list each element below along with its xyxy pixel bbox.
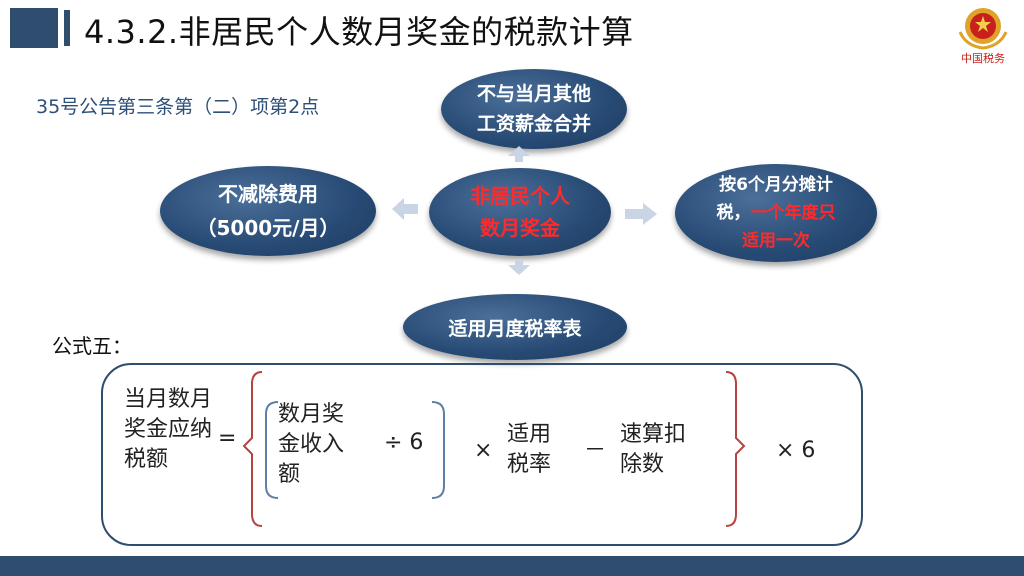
node-monthly-rate-table: 适用月度税率表: [403, 294, 627, 360]
regulation-reference: 35号公告第三条第（二）项第2点: [36, 96, 320, 118]
formula-quick-deduction: 速算扣除数: [620, 422, 687, 477]
svg-text:中国税务: 中国税务: [961, 51, 1005, 64]
tax-emblem-logo: 中国税务: [958, 8, 1008, 64]
formula-minus: －: [584, 438, 607, 463]
node-center-monthly-bonus: 非居民个人 数月奖金: [429, 168, 611, 256]
footer-bar: [0, 556, 1024, 576]
arrow-up-icon: [508, 146, 530, 162]
formula-monthly-bonus-tax: 当月数月奖金应纳税额: [124, 387, 213, 472]
formula-tax-rate: 适用税率: [507, 422, 552, 477]
formula-equals: =: [218, 426, 237, 451]
title-accent-bar: [64, 10, 70, 46]
arrow-down-icon: [508, 259, 530, 275]
node-no-deduction: 不减除费用 （5000元/月）: [160, 166, 376, 256]
page-title: 4.3.2.非居民个人数月奖金的税款计算: [84, 13, 634, 51]
node-no-merge-with-salary: 不与当月其他 工资薪金合并: [441, 69, 627, 149]
formula-times: ×: [474, 438, 493, 463]
formula-label: 公式五：: [52, 334, 132, 358]
node-six-month-allocation: 按6个月分摊计 税，一个年度只 适用一次: [675, 164, 877, 262]
title-accent-square: [10, 8, 58, 48]
formula-times-six: × 6: [776, 438, 816, 463]
formula-divide-six: ÷ 6: [384, 430, 424, 455]
arrow-right-icon: [625, 203, 657, 225]
formula-box: [101, 363, 863, 546]
arrow-left-icon: [392, 198, 418, 220]
formula-bonus-income: 数月奖金收入额: [278, 402, 345, 487]
